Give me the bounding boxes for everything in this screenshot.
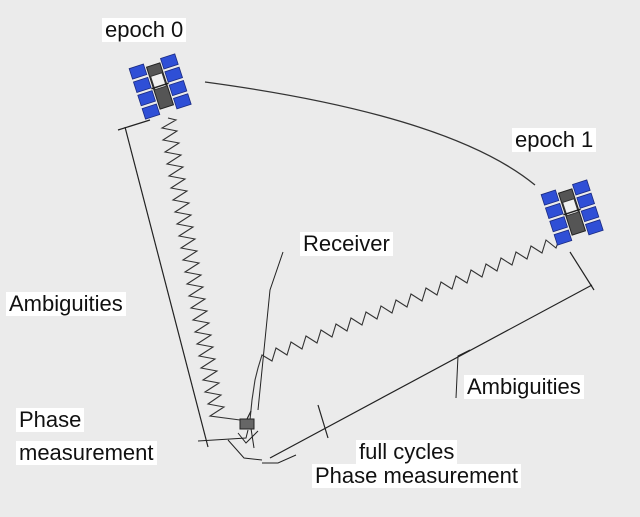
full-cycles-label: full cycles: [356, 440, 458, 464]
satellite-icon: [128, 53, 192, 120]
orbit-arc: [204, 81, 536, 186]
signal-wave-epoch0: [160, 117, 251, 426]
receiver-label: Receiver: [300, 232, 393, 256]
signal-wave-epoch1: [249, 236, 561, 421]
full-cycles-tick: [317, 404, 329, 439]
leader-lines: [197, 251, 471, 464]
epoch-1-label: epoch 1: [512, 128, 597, 152]
ambiguities-right-label: Ambiguities: [464, 375, 584, 399]
phase-left-label-line1: Phase: [16, 408, 85, 432]
receiver-icon: [237, 410, 259, 444]
epoch-0-label: epoch 0: [102, 18, 187, 42]
satellite-icon: [540, 179, 604, 246]
ambiguities-left-dimension: [117, 119, 209, 448]
phase-right-label: Phase measurement: [312, 464, 521, 488]
ambiguities-left-label: Ambiguities: [6, 292, 126, 316]
phase-left-label-line2: measurement: [16, 441, 157, 465]
ambiguities-right-dimension: [269, 251, 595, 459]
